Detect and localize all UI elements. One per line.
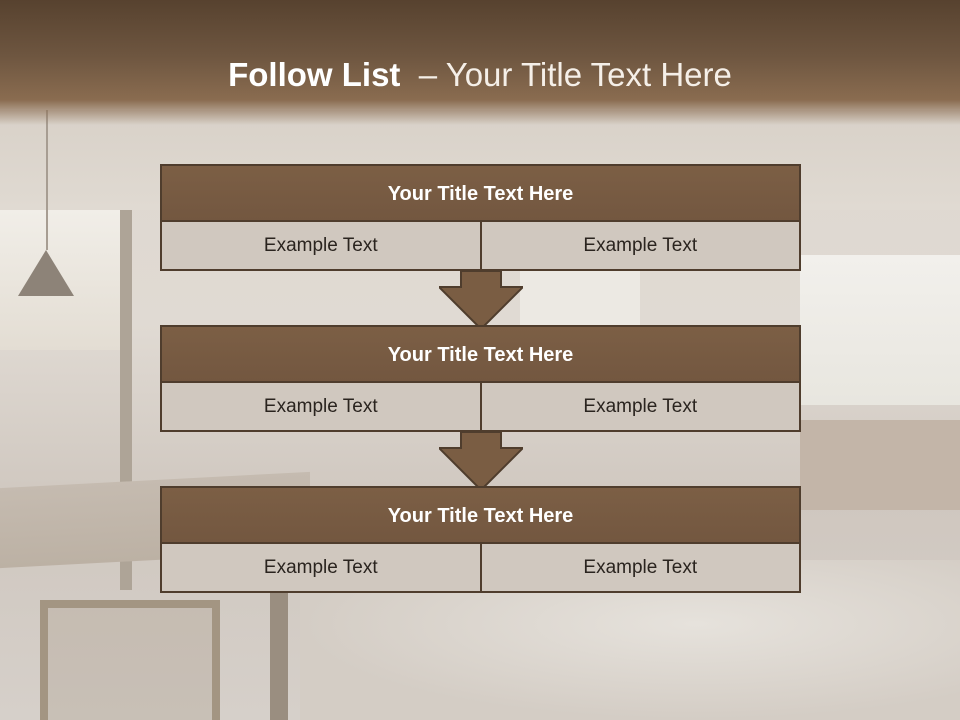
page-title-rest: – Your Title Text Here: [418, 56, 732, 93]
block-title: Your Title Text Here: [162, 166, 799, 222]
follow-list-block-2: Your Title Text Here Example Text Exampl…: [160, 325, 801, 432]
background-pendant-lamp: [18, 250, 74, 296]
block-title: Your Title Text Here: [162, 488, 799, 544]
background-window-middle: [520, 270, 640, 330]
block-row: Example Text Example Text: [162, 383, 799, 430]
background-cabinet: [800, 420, 960, 510]
block-cell-left: Example Text: [162, 222, 480, 269]
background-chair: [40, 600, 220, 720]
block-cell-right: Example Text: [479, 222, 799, 269]
page-title: Follow List – Your Title Text Here: [0, 56, 960, 94]
down-arrow-icon: [439, 432, 523, 490]
follow-list-block-3: Your Title Text Here Example Text Exampl…: [160, 486, 801, 593]
block-row: Example Text Example Text: [162, 544, 799, 591]
background-lamp-cord: [46, 110, 48, 250]
background-table-leg: [270, 560, 288, 720]
block-cell-right: Example Text: [479, 383, 799, 430]
follow-list-block-1: Your Title Text Here Example Text Exampl…: [160, 164, 801, 271]
block-cell-left: Example Text: [162, 383, 480, 430]
page-title-bold: Follow List: [228, 56, 401, 93]
header-bar: Follow List – Your Title Text Here: [0, 0, 960, 125]
block-row: Example Text Example Text: [162, 222, 799, 269]
block-cell-right: Example Text: [479, 544, 799, 591]
down-arrow-icon: [439, 271, 523, 329]
background-window-right: [800, 255, 960, 405]
block-title: Your Title Text Here: [162, 327, 799, 383]
block-cell-left: Example Text: [162, 544, 480, 591]
